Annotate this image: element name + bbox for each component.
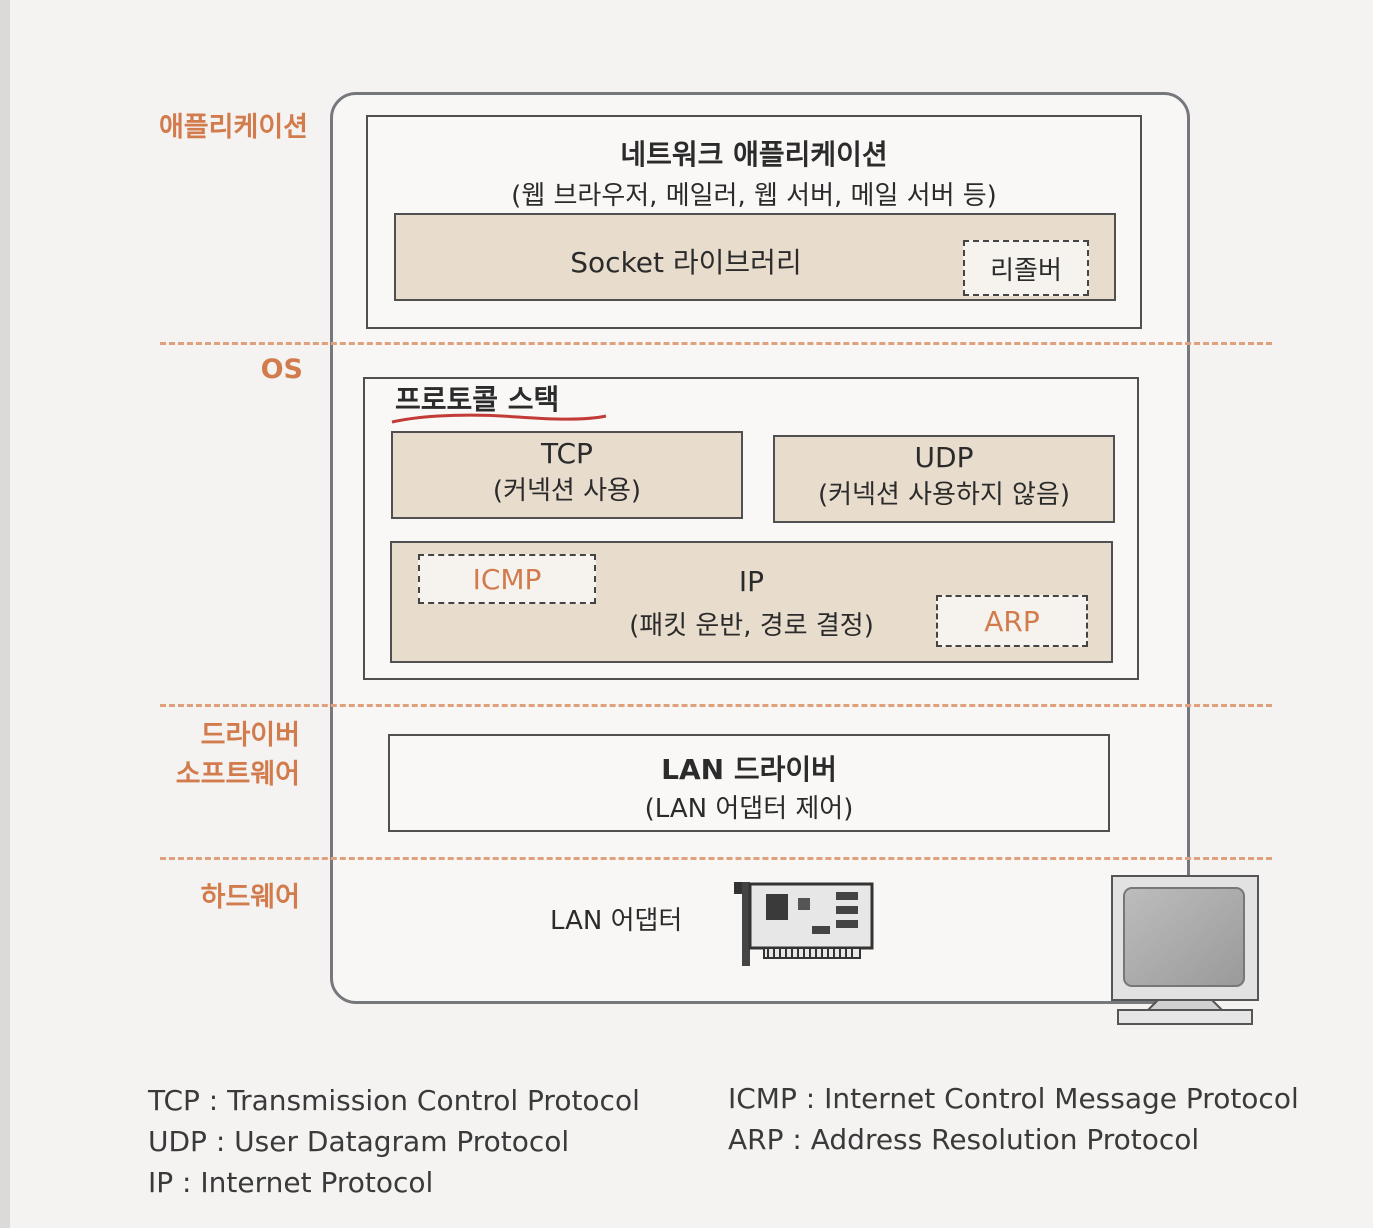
computer-monitor-icon (1111, 875, 1259, 1025)
udp-name: UDP (914, 441, 974, 474)
arp-box: ARP (936, 595, 1088, 647)
legend-item-ip: IP : Internet Protocol (148, 1166, 434, 1199)
legend-item-arp: ARP : Address Resolution Protocol (728, 1123, 1200, 1156)
layer-label-os: OS (260, 354, 303, 385)
layer-label-driver-software: 드라이버 소프트웨어 (130, 716, 300, 794)
lan-driver-box: LAN 드라이버 (LAN 어댑터 제어) (388, 734, 1110, 832)
diagram-page: 애플리케이션 OS 드라이버 소프트웨어 하드웨어 네트워크 애플리케이션 (웹… (10, 0, 1373, 1228)
legend-right: ICMP : Internet Control Message Protocol… (728, 1078, 1299, 1160)
udp-box: UDP (커넥션 사용하지 않음) (773, 435, 1115, 523)
divider-app-os (160, 342, 1272, 345)
resolver-label: 리졸버 (990, 255, 1062, 286)
network-application-title: 네트워크 애플리케이션 (620, 138, 888, 171)
socket-library-label: Socket 라이브러리 (570, 246, 802, 279)
tcp-name: TCP (541, 437, 593, 470)
divider-os-driver (160, 704, 1272, 707)
resolver-box: 리졸버 (963, 240, 1089, 296)
lan-driver-subtitle: (LAN 어댑터 제어) (644, 794, 854, 824)
layer-label-driver-line1: 드라이버 (200, 720, 300, 751)
tcp-desc: (커넥션 사용) (492, 476, 642, 506)
udp-desc: (커넥션 사용하지 않음) (817, 480, 1071, 510)
network-application-subtitle: (웹 브라우저, 메일러, 웹 서버, 메일 서버 등) (511, 181, 997, 211)
legend-item-tcp: TCP : Transmission Control Protocol (148, 1084, 640, 1117)
ip-name: IP (738, 565, 765, 598)
icmp-label: ICMP (472, 562, 542, 596)
tcp-box: TCP (커넥션 사용) (391, 431, 743, 519)
network-card-icon (734, 882, 874, 966)
arp-label: ARP (984, 604, 1040, 638)
protocol-stack-underline (391, 413, 607, 424)
legend-item-icmp: ICMP : Internet Control Message Protocol (728, 1082, 1299, 1115)
layer-label-application: 애플리케이션 (158, 112, 308, 143)
legend-left: TCP : Transmission Control Protocol UDP … (148, 1080, 640, 1203)
layer-label-driver-line2: 소프트웨어 (175, 759, 300, 791)
lan-adapter-label: LAN 어댑터 (550, 906, 683, 936)
icmp-box: ICMP (418, 554, 596, 604)
lan-driver-title: LAN 드라이버 (661, 753, 837, 786)
protocol-stack-title: 프로토콜 스택 (395, 383, 560, 416)
layer-label-hardware: 하드웨어 (200, 882, 300, 913)
divider-driver-hardware (160, 857, 1272, 860)
legend-item-udp: UDP : User Datagram Protocol (148, 1125, 570, 1158)
ip-desc: (패킷 운반, 경로 결정) (629, 611, 874, 641)
